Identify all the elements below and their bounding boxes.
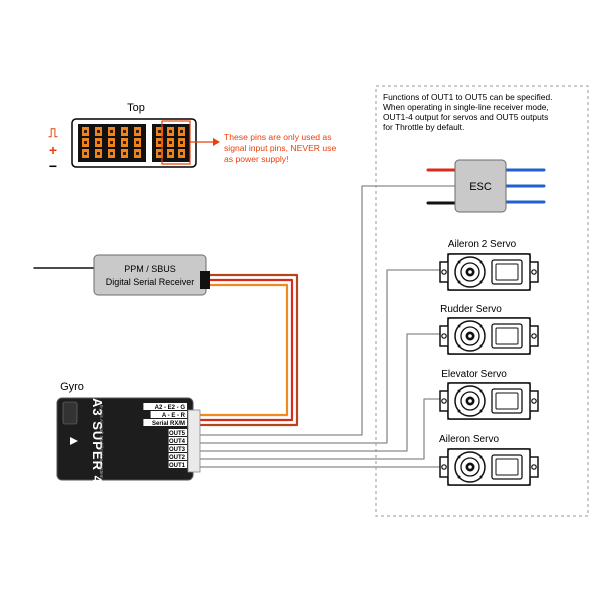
header-pin-hole — [97, 141, 100, 144]
header-pin-hole — [110, 130, 113, 133]
warning-text: These pins are only used as signal input… — [224, 132, 339, 164]
gyro-pin-label-bg — [143, 419, 187, 426]
header-pin-hole — [136, 141, 139, 144]
header-pin-hole — [84, 152, 87, 155]
gyro-pin-label-bg — [143, 403, 187, 410]
header-pin-hole — [84, 130, 87, 133]
servo-label-rudder: Rudder Servo — [440, 304, 502, 315]
servo-rudder — [439, 317, 539, 355]
esc: ESC — [454, 159, 507, 213]
gyro-pin-label: OUT5 — [169, 431, 186, 437]
out5-wire — [199, 185, 456, 436]
servo-label-aileron2: Aileron 2 Servo — [448, 239, 517, 250]
gyro-pin-label: OUT4 — [169, 439, 186, 445]
gyro-pin-label-bg — [168, 429, 187, 436]
header-pin-hole — [123, 130, 126, 133]
outputs-dashed-box — [375, 85, 589, 517]
out4-wire — [199, 269, 441, 444]
signal-pin-icon: ⎍ — [48, 125, 58, 140]
top-pin-grid-left — [78, 124, 146, 162]
top-view-title: Top — [127, 102, 145, 114]
gyro-pin-label-bg — [168, 437, 187, 444]
header-pin-hole — [97, 130, 100, 133]
servo-elevator — [439, 382, 539, 420]
header-pin-hole — [169, 152, 172, 155]
header-pin-hole — [136, 130, 139, 133]
gyro-pin-header — [187, 409, 201, 473]
positive-pin-icon: + — [49, 142, 57, 158]
gyro-pin-label: OUT2 — [169, 455, 186, 461]
top-pin-grid-right — [152, 124, 190, 162]
top-view: Top ⎍ + − These pins are only used as si… — [48, 102, 339, 174]
header-pin-hole — [110, 141, 113, 144]
serial-wire-brown — [198, 273, 299, 427]
gyro-brand: A3 SUPER 4 — [90, 398, 105, 484]
gyro-pin-label-bg — [150, 411, 187, 418]
gyro-title: Gyro — [60, 381, 84, 393]
header-pin-hole — [180, 152, 183, 155]
header-pin-hole — [123, 141, 126, 144]
gyro: Gyro A3 SUPER 4 6-axis Aircraft Stabiliz… — [56, 381, 201, 484]
header-pin-hole — [158, 141, 161, 144]
wires — [33, 168, 546, 468]
gyro-pin-label-bg — [168, 461, 187, 468]
esc-label: ESC — [469, 181, 492, 193]
header-pin-hole — [84, 141, 87, 144]
receiver-label-line1: PPM / SBUS — [124, 264, 176, 274]
out3-wire — [199, 333, 441, 452]
gyro-pin-label: A - E - R — [162, 413, 186, 419]
header-pin-hole — [158, 152, 161, 155]
servo-label-aileron: Aileron Servo — [439, 434, 499, 445]
servo-aileron2 — [439, 253, 539, 291]
gyro-mode-button — [62, 401, 78, 425]
header-pin-hole — [180, 141, 183, 144]
gyro-direction-arrow — [70, 437, 78, 445]
negative-pin-icon: − — [49, 158, 57, 174]
serial-wire-orange — [198, 283, 289, 417]
header-pin-hole — [97, 152, 100, 155]
receiver-connector — [200, 271, 210, 289]
header-pin-hole — [158, 130, 161, 133]
servo-label-elevator: Elevator Servo — [441, 369, 507, 380]
receiver-label-line2: Digital Serial Receiver — [106, 277, 195, 287]
serial-wire-red — [198, 278, 294, 422]
gyro-pin-labels: A2 - E2 - G A - E - R Serial RX/M OUT5OUT4O… — [143, 403, 187, 469]
warning-arrow-head — [213, 138, 220, 146]
receiver: PPM / SBUS Digital Serial Receiver — [93, 254, 210, 296]
gyro-pin-label: A2 - E2 - G — [155, 405, 186, 411]
gyro-pin-label-bg — [168, 445, 187, 452]
gyro-pin-label: OUT3 — [169, 447, 186, 453]
notes-text: Functions of OUT1 to OUT5 can be specifi… — [383, 92, 555, 132]
header-pin-hole — [110, 152, 113, 155]
header-pin-hole — [169, 130, 172, 133]
gyro-pin-label-bg — [168, 453, 187, 460]
header-pin-hole — [136, 152, 139, 155]
gyro-pin-label: Serial RX/M — [152, 421, 185, 427]
header-pin-hole — [180, 130, 183, 133]
out2-wire — [199, 398, 441, 460]
gyro-subtitle: 6-axis Aircraft Stabilization System — [98, 405, 104, 479]
gyro-pin-label: OUT1 — [169, 463, 186, 469]
servo-aileron — [439, 448, 539, 486]
header-pin-hole — [169, 141, 172, 144]
header-pin-hole — [123, 152, 126, 155]
